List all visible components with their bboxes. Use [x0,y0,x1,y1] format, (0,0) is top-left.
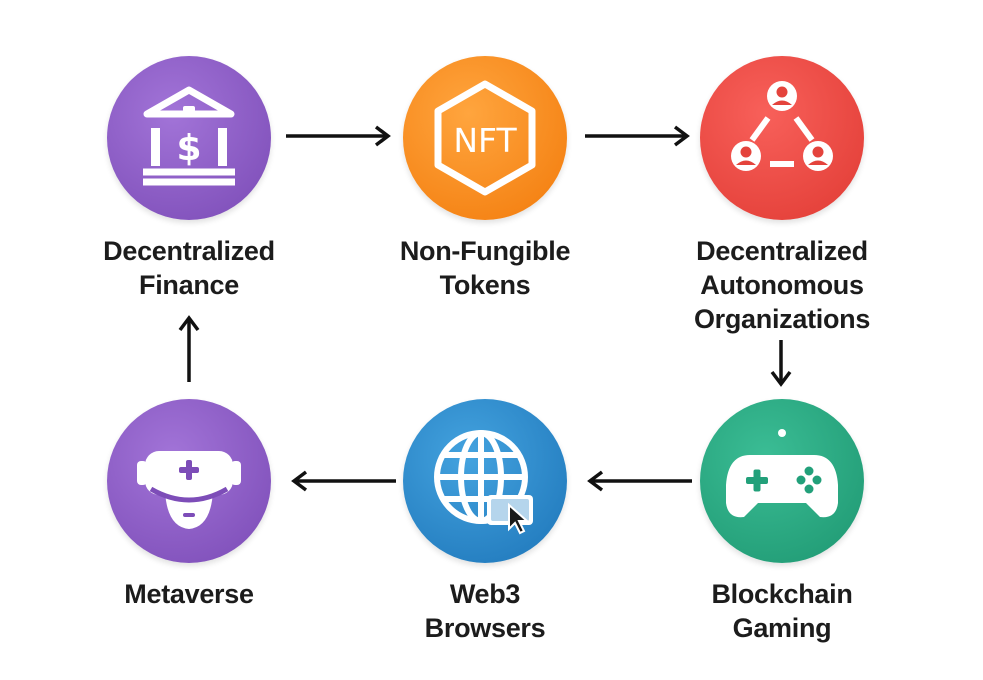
node-circle [700,399,864,563]
label-line: Organizations [693,304,871,334]
label-line: Decentralized [103,236,275,266]
label-line: Decentralized [696,236,868,266]
label-line: Web3 [449,579,521,609]
people-network-icon [731,81,833,171]
bank-icon: $ [143,86,235,186]
node-circle [700,56,864,220]
arrow-defi-to-nft [284,124,394,148]
label-line: Finance [139,270,239,300]
arrow-browsers-to-metaverse [288,469,398,493]
label-line: Blockchain [711,579,853,609]
node-decentralized-autonomous-organizations: Decentralized Autonomous Organizations [662,56,902,336]
label-line: Non-Fungible [399,236,571,266]
globe-cursor-icon [434,430,533,535]
label-line: Metaverse [124,579,254,609]
node-circle [403,399,567,563]
node-non-fungible-tokens: NFT Non-Fungible Tokens [365,56,605,302]
node-label: Web3 Browsers [365,577,605,645]
node-label: Decentralized Finance [69,234,309,302]
gamepad-icon [726,429,838,518]
arrow-metaverse-to-defi [177,314,201,384]
label-line: Gaming [732,613,832,643]
node-label: Decentralized Autonomous Organizations [662,234,902,336]
svg-text:$: $ [176,128,201,169]
vr-headset-icon [137,451,241,529]
label-line: Tokens [439,270,531,300]
label-line: Autonomous [700,270,864,300]
node-decentralized-finance: $ Decentralized Finance [69,56,309,302]
node-label: Blockchain Gaming [662,577,902,645]
arrow-dao-to-gaming [769,338,793,388]
node-web3-browsers: Web3 Browsers [365,399,605,645]
arrow-nft-to-dao [583,124,693,148]
arrow-gaming-to-browsers [584,469,694,493]
node-circle: NFT [403,56,567,220]
node-label: Metaverse [69,577,309,611]
node-circle [107,399,271,563]
nft-icon: NFT [434,80,536,196]
node-blockchain-gaming: Blockchain Gaming [662,399,902,645]
nft-icon-text: NFT [453,121,517,160]
node-circle: $ [107,56,271,220]
node-metaverse: Metaverse [69,399,309,611]
label-line: Browsers [424,613,546,643]
node-label: Non-Fungible Tokens [365,234,605,302]
